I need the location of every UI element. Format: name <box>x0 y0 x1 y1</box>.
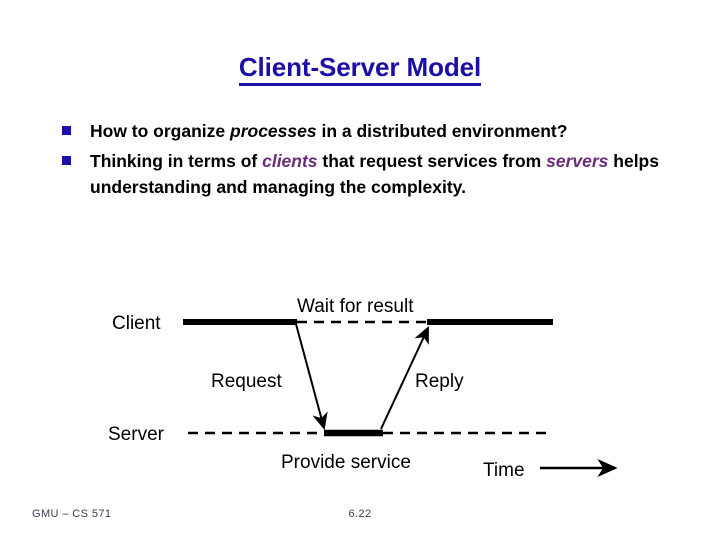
client-lane-label: Client <box>112 313 161 334</box>
bullet-1-seg-2: in a distributed environment? <box>316 121 568 141</box>
request-label: Request <box>211 371 282 392</box>
footer-page-number: 6.22 <box>348 508 372 520</box>
page-title: Client-Server Model <box>0 52 720 86</box>
bullet-text-1: How to organize processes in a distribut… <box>90 118 567 144</box>
list-item: Thinking in terms of clients that reques… <box>62 148 702 200</box>
timeline-svg: Client Wait for result Server Request Re… <box>108 296 618 481</box>
square-bullet-icon <box>62 126 71 135</box>
bullet-1-seg-0: How to organize <box>90 121 230 141</box>
client-server-timeline-diagram: Client Wait for result Server Request Re… <box>0 270 720 490</box>
bullet-2-seg-0: Thinking in terms of <box>90 151 263 171</box>
bullet-text-2: Thinking in terms of clients that reques… <box>90 148 690 200</box>
time-label: Time <box>483 460 525 481</box>
bullet-2-seg-2: that request services from <box>317 151 547 171</box>
wait-for-result-label: Wait for result <box>297 296 414 317</box>
reply-label: Reply <box>415 371 464 392</box>
footer-course-label: GMU – CS 571 <box>32 508 112 520</box>
list-item: How to organize processes in a distribut… <box>62 118 702 144</box>
bullet-2-keyword-servers: servers <box>546 151 609 171</box>
bullet-1-seg-1: processes <box>230 121 317 141</box>
reply-arrow <box>380 326 429 430</box>
server-lane-label: Server <box>108 424 165 445</box>
bullet-list: How to organize processes in a distribut… <box>62 118 702 204</box>
bullet-2-keyword-clients: clients <box>262 151 318 171</box>
bullet-2-seg-4: helps understanding and managing the com… <box>90 151 659 197</box>
square-bullet-icon <box>62 156 71 165</box>
page-title-text: Client-Server Model <box>238 52 481 86</box>
request-arrow <box>295 323 328 431</box>
slide-footer: GMU – CS 571 6.22 <box>0 500 720 540</box>
provide-service-label: Provide service <box>281 452 411 473</box>
